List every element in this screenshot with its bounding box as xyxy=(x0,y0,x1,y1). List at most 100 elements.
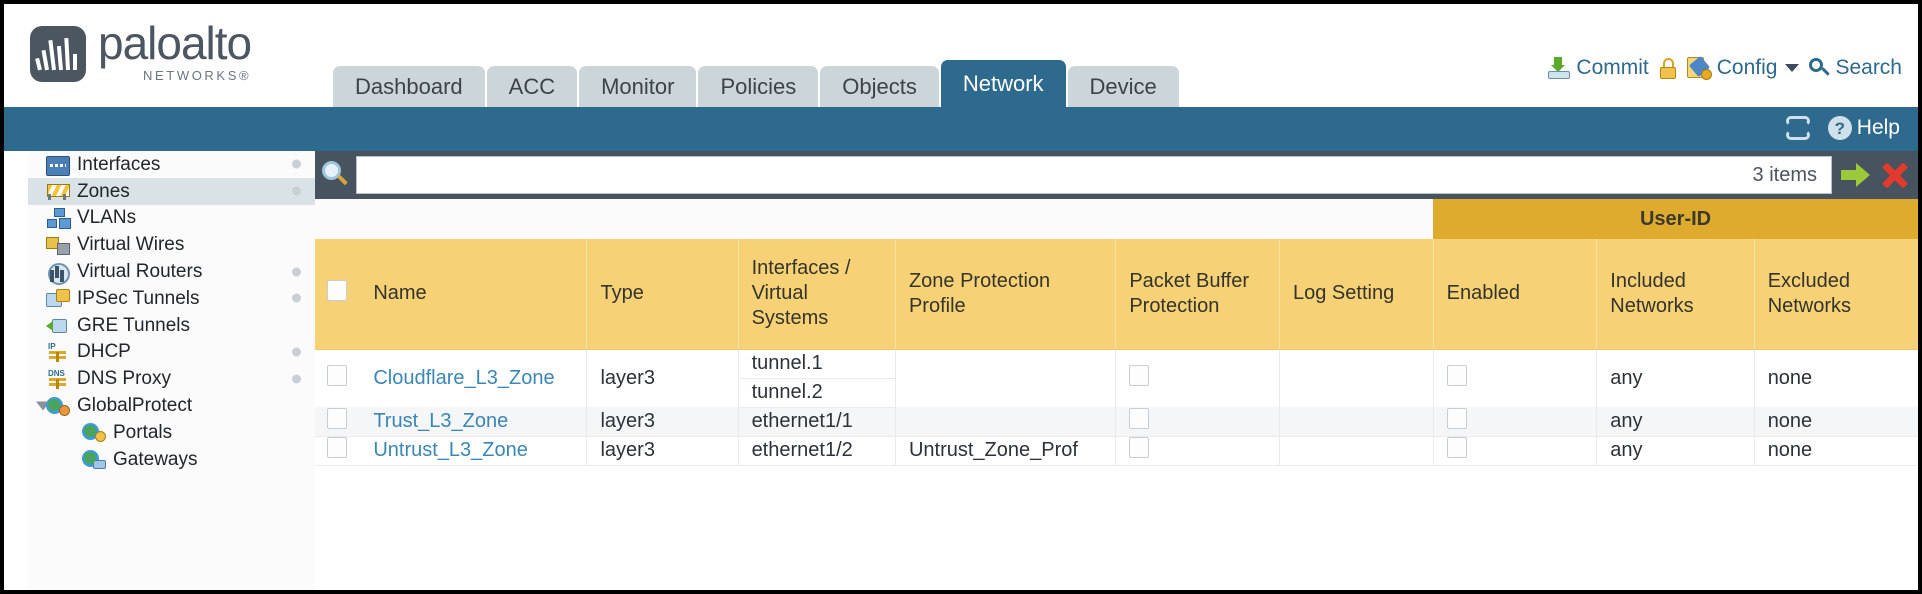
search-icon xyxy=(1809,58,1831,78)
table-row[interactable]: Untrust_L3_Zone layer3 ethernet1/2 Untru… xyxy=(315,436,1918,466)
filter-search-icon[interactable] xyxy=(318,158,352,192)
help-button[interactable]: ? Help xyxy=(1827,116,1900,140)
status-dot xyxy=(292,267,301,277)
table-row[interactable]: Cloudflare_L3_Zone layer3 tunnel.1 any n… xyxy=(315,349,1918,407)
clear-filter-icon[interactable] xyxy=(1878,159,1912,191)
status-dot xyxy=(292,186,301,196)
userid-enabled-checkbox[interactable] xyxy=(1446,407,1467,429)
column-header-log-setting[interactable]: Log Setting xyxy=(1279,239,1434,350)
row-checkbox[interactable] xyxy=(327,437,347,458)
sidebar-item-vlans[interactable]: VLANs xyxy=(28,205,315,232)
sidebar-item-dhcp[interactable]: IP DHCP xyxy=(28,339,315,366)
sidebar-item-zones[interactable]: Zones xyxy=(28,177,315,205)
column-header-packet-buffer-protection[interactable]: Packet Buffer Protection xyxy=(1115,239,1280,350)
tab-objects[interactable]: Objects xyxy=(820,66,939,107)
column-header-excluded-networks[interactable]: Excluded Networks xyxy=(1754,239,1918,350)
zone-name-link[interactable]: Untrust_L3_Zone xyxy=(373,439,528,461)
column-header-included-networks[interactable]: Included Networks xyxy=(1596,239,1755,350)
column-header-type[interactable]: Type xyxy=(586,239,739,350)
packet-buffer-protection-checkbox[interactable] xyxy=(1129,364,1150,386)
search-button[interactable]: Search xyxy=(1809,56,1902,80)
paloalto-logo-icon xyxy=(30,26,86,82)
item-count: 3 items xyxy=(1752,163,1817,186)
userid-enabled-checkbox[interactable] xyxy=(1446,364,1467,386)
cell-included-networks: any xyxy=(1596,407,1755,437)
cell-excluded-networks: none xyxy=(1754,407,1918,437)
tab-policies[interactable]: Policies xyxy=(698,66,819,107)
cell-packet-buffer-protection xyxy=(1115,436,1280,466)
cell-name[interactable]: Cloudflare_L3_Zone xyxy=(360,349,588,407)
search-input[interactable]: 3 items xyxy=(356,156,1832,194)
brand-tagline: NETWORKS® xyxy=(143,68,252,83)
sidebar-item-interfaces[interactable]: Interfaces xyxy=(28,151,315,178)
sidebar-item-label: Interfaces xyxy=(77,153,161,175)
packet-buffer-protection-checkbox[interactable] xyxy=(1129,437,1150,458)
refresh-icon[interactable] xyxy=(1785,116,1812,140)
secondary-bar-actions: ? Help xyxy=(1785,116,1900,140)
cell-excluded-networks: none xyxy=(1754,436,1918,466)
row-checkbox[interactable] xyxy=(327,407,347,429)
table-row-continued[interactable]: tunnel.2 xyxy=(315,378,1918,408)
cell-interface: ethernet1/1 xyxy=(738,407,896,437)
sidebar-item-portals[interactable]: Portals xyxy=(28,419,315,446)
table-row[interactable]: Trust_L3_Zone layer3 ethernet1/1 any non… xyxy=(315,407,1918,437)
sidebar-item-virtual-wires[interactable]: Virtual Wires xyxy=(28,231,315,258)
row-checkbox[interactable] xyxy=(327,364,347,386)
status-dot xyxy=(292,159,301,169)
sidebar-item-label: DHCP xyxy=(77,341,131,363)
chevron-down-icon xyxy=(1785,64,1800,72)
zones-table: User-ID Name Type Interfaces / Virtual S… xyxy=(315,199,1918,466)
sidebar-item-ipsec-tunnels[interactable]: IPSec Tunnels xyxy=(28,285,315,312)
tab-device[interactable]: Device xyxy=(1067,66,1179,107)
cell-zone-protection-profile: Untrust_Zone_Prof xyxy=(895,436,1117,466)
apply-filter-icon[interactable] xyxy=(1839,159,1873,191)
column-header-zone-protection-profile[interactable]: Zone Protection Profile xyxy=(895,239,1117,350)
lock-icon[interactable] xyxy=(1659,57,1677,79)
tab-acc[interactable]: ACC xyxy=(486,66,578,107)
packet-buffer-protection-checkbox[interactable] xyxy=(1129,407,1150,429)
table-header-row: Name Type Interfaces / Virtual Systems Z… xyxy=(315,239,1918,350)
sidebar-item-virtual-routers[interactable]: Virtual Routers xyxy=(28,258,315,285)
tab-monitor[interactable]: Monitor xyxy=(579,66,697,107)
expand-collapse-icon[interactable] xyxy=(36,401,50,411)
group-header-spacer xyxy=(315,199,1434,239)
sidebar-item-dns-proxy[interactable]: DNS DNS Proxy xyxy=(28,365,315,392)
brand-name: paloalto xyxy=(98,17,252,69)
tab-network[interactable]: Network xyxy=(940,60,1066,107)
cell-name[interactable]: Trust_L3_Zone xyxy=(360,407,588,437)
cell-name[interactable]: Untrust_L3_Zone xyxy=(360,436,588,466)
row-select-cell xyxy=(315,407,361,437)
zones-content-panel: 3 items User-ID xyxy=(315,151,1918,590)
cell-interface: tunnel.2 xyxy=(738,378,896,408)
zone-name-link[interactable]: Trust_L3_Zone xyxy=(373,409,509,432)
sidebar-item-label: IPSec Tunnels xyxy=(77,287,200,309)
sidebar-item-gre-tunnels[interactable]: GRE Tunnels xyxy=(28,312,315,339)
sidebar-item-label: Gateways xyxy=(113,448,198,470)
secondary-bar: ? Help xyxy=(4,107,1918,151)
tab-dashboard[interactable]: Dashboard xyxy=(333,66,485,107)
cell-type: layer3 xyxy=(586,407,739,437)
cell-excluded-networks: none xyxy=(1767,366,1813,389)
column-header-name[interactable]: Name xyxy=(360,239,588,350)
select-all-checkbox[interactable] xyxy=(327,279,347,301)
commit-icon xyxy=(1548,57,1571,79)
config-menu[interactable]: Config xyxy=(1686,55,1800,80)
main-nav-tabs: Dashboard ACC Monitor Policies Objects N… xyxy=(333,53,1181,107)
column-header-enabled[interactable]: Enabled xyxy=(1433,239,1598,350)
cell-zone-protection-profile xyxy=(895,349,1117,407)
sidebar-item-label: GRE Tunnels xyxy=(77,314,190,336)
column-header-interfaces[interactable]: Interfaces / Virtual Systems xyxy=(738,239,896,350)
sidebar-item-globalprotect[interactable]: GlobalProtect xyxy=(28,392,315,419)
cell-interface: tunnel.1 xyxy=(738,349,896,379)
cell-type: layer3 xyxy=(586,436,739,466)
sidebar-item-label: Zones xyxy=(77,180,130,202)
zone-name-link[interactable]: Cloudflare_L3_Zone xyxy=(373,366,555,389)
userid-enabled-checkbox[interactable] xyxy=(1446,437,1467,458)
app-header: paloalto NETWORKS® Dashboard ACC Monitor… xyxy=(4,4,1918,107)
vlans-icon xyxy=(46,207,70,228)
cell-userid-enabled xyxy=(1433,436,1598,466)
cell-log-setting xyxy=(1279,407,1434,437)
cell-userid-enabled xyxy=(1433,407,1598,437)
commit-button[interactable]: Commit xyxy=(1548,56,1649,80)
sidebar-item-gateways[interactable]: Gateways xyxy=(28,446,315,473)
